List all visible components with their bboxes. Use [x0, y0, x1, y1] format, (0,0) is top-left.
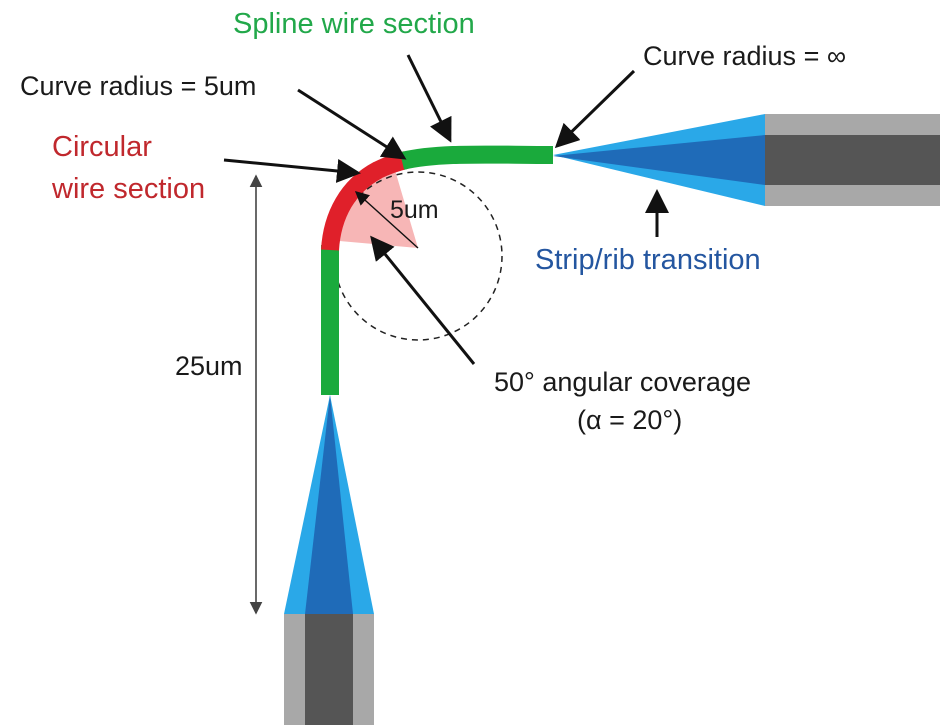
circular-wire-section — [321, 151, 409, 251]
right-taper-inner — [553, 135, 765, 185]
arrow-curve-radius-inf — [554, 69, 636, 149]
circular-wire-section-label-line1: Circular — [52, 131, 152, 163]
bottom-rib-core — [305, 614, 353, 725]
angular-coverage-label: 50° angular coverage — [494, 367, 751, 397]
strip-rib-transition-label: Strip/rib transition — [535, 244, 761, 276]
dashed-curvature-circle — [333, 171, 503, 341]
circular-wire-section-label-line2: wire section — [52, 173, 206, 205]
spline-wire-section-label: Spline wire section — [233, 8, 475, 40]
radius-value-label: 5um — [390, 196, 439, 224]
arrow-circular-section — [223, 158, 361, 183]
bottom-taper-inner — [305, 395, 353, 614]
curve-radius-5um-label: Curve radius = 5um — [20, 71, 257, 101]
arrow-curve-radius-5um — [297, 88, 407, 160]
right-taper — [553, 114, 765, 206]
curve-radius-infinity-label: Curve radius = ∞ — [643, 41, 847, 71]
arrow-spline-section — [406, 54, 452, 143]
alpha-label: (α = 20°) — [577, 405, 683, 435]
bottom-rib-waveguide — [284, 614, 374, 725]
right-rib-waveguide — [765, 114, 940, 206]
arrow-angular-coverage — [370, 235, 476, 365]
radius-arrow — [354, 191, 419, 249]
spline-wire-section — [399, 145, 554, 170]
angular-coverage-wedge — [328, 160, 418, 248]
right-rib-core — [765, 135, 940, 185]
length-25um-label: 25um — [175, 351, 243, 381]
bottom-taper — [284, 395, 374, 614]
